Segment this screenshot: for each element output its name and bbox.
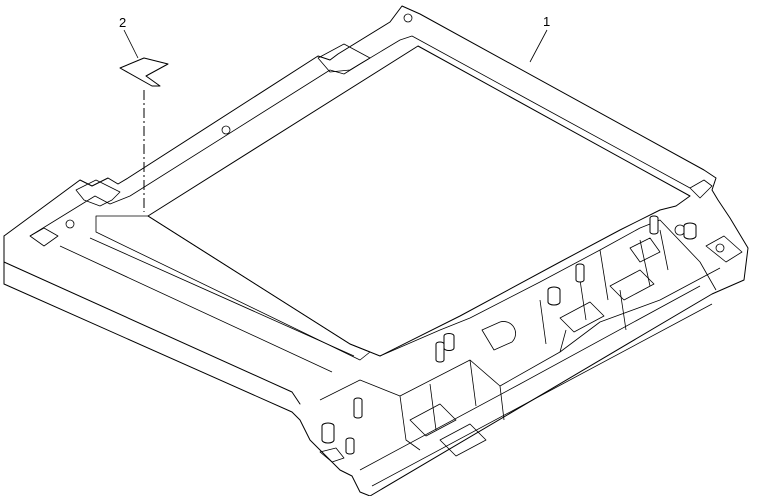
- callout-1-label: 1: [543, 14, 550, 29]
- right-bracket: [689, 179, 743, 263]
- left-hinge-block: [75, 179, 121, 207]
- unit-front-edge: [3, 261, 301, 405]
- rear-hinge-block: [317, 43, 371, 73]
- callout-2-leader: [123, 29, 139, 59]
- callout-2-label: 2: [119, 15, 126, 30]
- label-sheet-shape: [119, 57, 169, 87]
- scanner-unit: [3, 5, 749, 496]
- left-screw-hole: [65, 219, 75, 229]
- underside-pockets: [409, 237, 661, 457]
- front-latch: [319, 447, 345, 463]
- left-hinge-slot: [29, 227, 59, 247]
- scan-strip: [95, 215, 371, 361]
- label-sheet: [119, 57, 169, 212]
- rear-screw-hole: [221, 125, 231, 135]
- d-cutout: [481, 321, 516, 351]
- right-screw-hole-2: [715, 243, 725, 253]
- rear-screw-hole-2: [403, 13, 413, 23]
- scan-strip-inner: [59, 237, 355, 373]
- unit-inner-rim: [29, 35, 691, 237]
- underside-ribs: [399, 229, 669, 451]
- callout-1-leader: [529, 29, 548, 63]
- bottom-rail: [359, 285, 713, 487]
- bosses: [321, 215, 697, 455]
